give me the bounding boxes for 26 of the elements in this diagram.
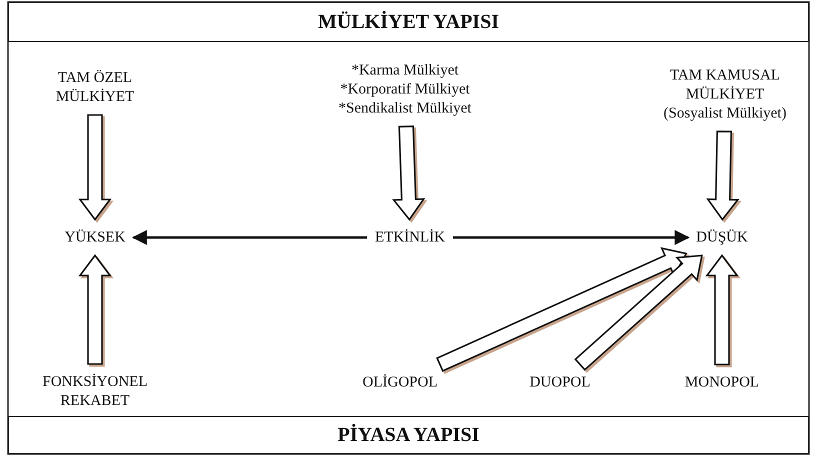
header-band	[8, 416, 809, 454]
band-title: MÜLKİYET YAPISI	[318, 10, 499, 34]
band-title: PİYASA YAPISI	[338, 424, 480, 446]
arrow	[574, 254, 703, 371]
arrow	[78, 114, 112, 221]
text-label: TAM ÖZEL MÜLKİYET	[56, 70, 134, 105]
arrow	[453, 230, 690, 245]
text-label: YÜKSEK	[64, 230, 126, 246]
arrow	[78, 254, 112, 365]
arrow	[436, 247, 688, 372]
text-label: *Sendikalist Mülkiyet	[338, 100, 472, 116]
arrow	[705, 254, 739, 366]
text-label: FONKSİYONEL REKABET	[42, 374, 148, 409]
arrow	[132, 230, 367, 245]
text-label: DUOPOL	[530, 374, 590, 390]
text-label: MONOPOL	[684, 374, 760, 390]
text-label: *Karma Mülkiyet	[351, 62, 459, 78]
text-label: *Korporatif Mülkiyet	[340, 82, 470, 98]
text-label: TAM KAMUSAL MÜLKİYET	[670, 68, 780, 102]
arrow	[706, 130, 740, 221]
header-band	[8, 2, 809, 42]
text-label: (Sosyalist Mülkiyet)	[664, 106, 786, 122]
text-label: DÜŞÜK	[696, 230, 748, 246]
arrow	[392, 125, 426, 221]
text-label: OLİGOPOL	[362, 374, 438, 390]
text-label: ETKİNLİK	[375, 230, 445, 246]
